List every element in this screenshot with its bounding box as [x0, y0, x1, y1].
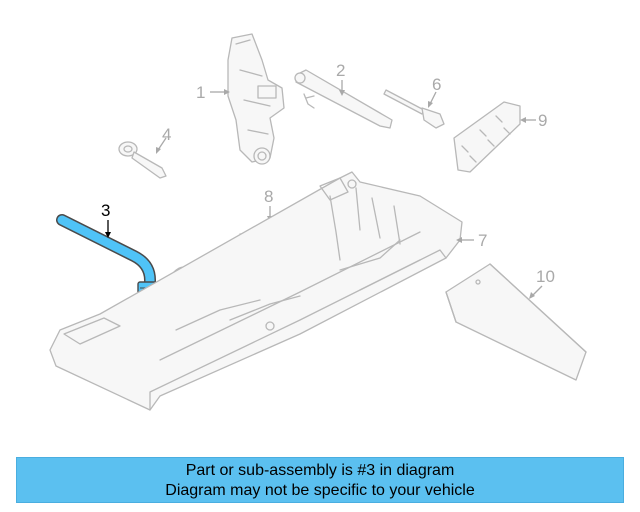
callout-9: 9 [538, 111, 547, 130]
callout-2: 2 [336, 61, 345, 80]
callout-10: 10 [536, 267, 555, 286]
part-1-jack[interactable] [227, 33, 285, 165]
callout-7: 7 [478, 231, 487, 250]
part-4-tow-hook[interactable] [118, 141, 167, 179]
part-6-bolt[interactable] [383, 89, 445, 129]
callout-3: 3 [101, 201, 110, 220]
part-2-handle[interactable] [294, 69, 393, 129]
part-7-tray[interactable] [49, 171, 463, 411]
callout-8: 8 [264, 187, 273, 206]
part-3-hose[interactable] [56, 214, 157, 299]
callout-6: 6 [432, 75, 441, 94]
part-10-mat[interactable] [445, 263, 587, 381]
parts-diagram: 1 2 6 9 4 3 [49, 33, 587, 411]
callout-4: 4 [162, 125, 171, 144]
callout-1: 1 [196, 83, 205, 102]
part-9-bracket[interactable] [453, 101, 521, 173]
info-banner: Part or sub-assembly is #3 in diagram Di… [16, 457, 624, 503]
banner-line-1: Part or sub-assembly is #3 in diagram [185, 462, 455, 479]
banner-line-2: Diagram may not be specific to your vehi… [165, 482, 475, 499]
